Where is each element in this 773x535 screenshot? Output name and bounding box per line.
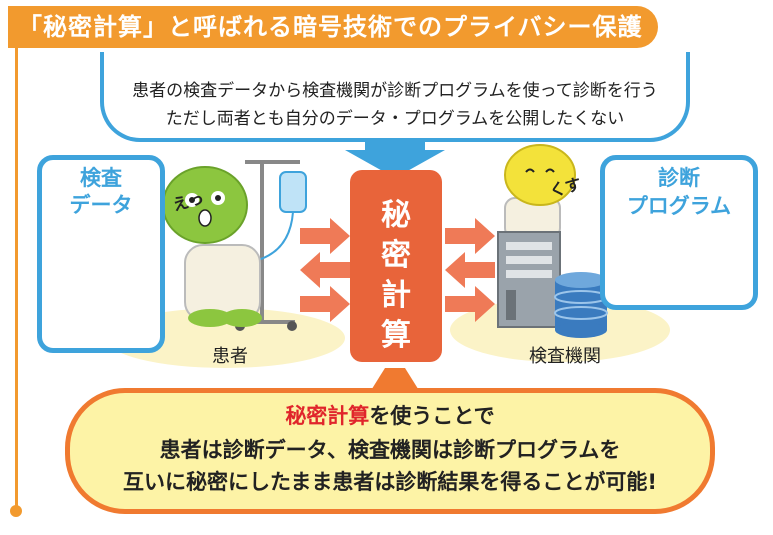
lab-label: 検査機関 [529,346,601,367]
secret-computation-box [350,170,442,362]
up-arrow-icon [370,368,420,392]
timeline-dot [10,505,22,517]
scenario-line-1: 患者の検査データから検査機関が診断プログラムを使って診断を行う [132,81,658,101]
page-title: 「秘密計算」と呼ばれる暗号技術でのプライバシー保護 [18,13,643,41]
patient-character-icon [162,166,262,327]
timeline-line [15,48,18,511]
diagnosis-program-title-2: プログラム [626,194,732,218]
result-line-2: 患者は診断データ、検査機関は診断プログラムを [159,438,621,462]
lab-arrows-icon [445,218,495,322]
patient-label: 患者 [212,346,248,367]
patient-arrows-icon [300,218,350,322]
scenario-line-2: ただし両者とも自分のデータ・プログラムを公開したくない [165,109,625,129]
secret-char-2: 密 [381,238,411,273]
database-icon [554,272,608,338]
secret-char-4: 算 [381,318,411,353]
result-highlight: 秘密計算 [285,404,370,428]
result-line-1: 秘密計算を使うことで [65,400,715,430]
test-data-title-1: 検査 [80,166,122,190]
down-arrow-icon [345,140,445,178]
result-line-3: 互いに秘密にしたまま患者は診断結果を得ることが可能! [123,470,657,494]
header-bar [8,6,658,48]
lab-character-icon [504,144,576,239]
test-data-panel [37,155,165,353]
diagnosis-program-title-1: 診断 [658,166,700,190]
secret-char-1: 秘 [381,198,411,233]
scenario-callout [100,52,690,142]
secret-char-3: 計 [381,278,411,313]
test-data-title-2: データ [69,193,133,217]
result-box [65,388,715,514]
server-icon [497,231,561,328]
result-line-1-rest: を使うことで [369,404,495,428]
diagnosis-program-panel [600,155,758,310]
